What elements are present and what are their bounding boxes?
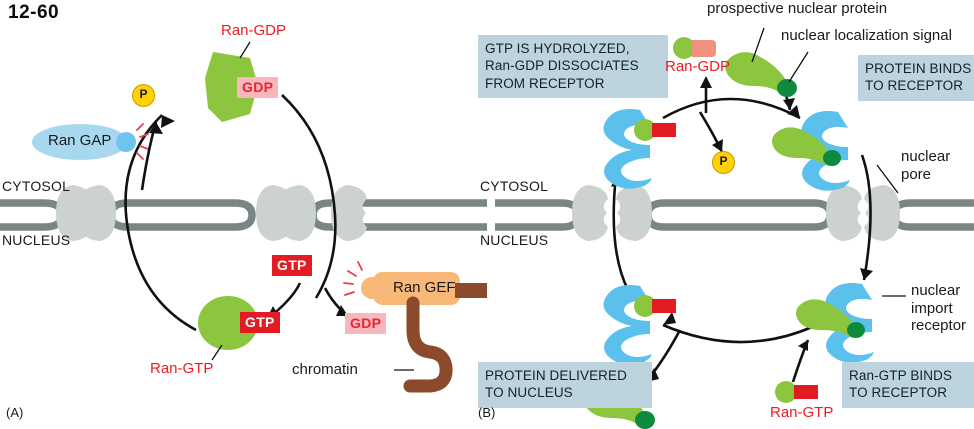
panel-a-ran-gtp-label: Ran-GTP xyxy=(150,360,214,377)
receptor-lower-left-with-ran xyxy=(603,285,676,365)
receptor-lower-right-with-cargo xyxy=(796,283,874,363)
ran-gdp-protein-shape xyxy=(205,52,258,122)
panel-a-ran-gdp-label: Ran-GDP xyxy=(221,22,287,39)
panel-b-phosphate-arrow xyxy=(698,111,724,153)
ran-gap-shape xyxy=(32,124,136,160)
figure-number: 12-60 xyxy=(8,2,60,23)
nls-leader-line xyxy=(788,51,809,83)
panel-b-cargo-binding-arrow xyxy=(780,77,795,111)
panel-a-chromatin-label: chromatin xyxy=(292,361,358,378)
ran-gef-shape xyxy=(361,272,487,305)
prospective-nuclear-protein-shape xyxy=(725,52,797,97)
free-ran-gdp-shape xyxy=(673,37,716,59)
nuclear-pore-leader-line xyxy=(876,164,899,194)
nuclear-envelope-middle xyxy=(107,199,256,231)
callout-gtp-hydrolyzed: GTP IS HYDROLYZED, Ran-GDP DISSOCIATES F… xyxy=(478,35,668,98)
ran-cycle-arrows xyxy=(124,94,337,332)
chromatin-fiber xyxy=(403,296,453,393)
ran-gdp-leader-line xyxy=(239,41,251,59)
receptor-upper-right-with-cargo xyxy=(772,111,850,191)
panel-a-gdp-on-ran-box: GDP xyxy=(237,77,279,98)
gdp-release-arrow xyxy=(323,287,349,318)
panel-a-label: (A) xyxy=(6,405,24,420)
panel-b-transport-arcs xyxy=(611,154,873,291)
panel-a-ran-gap-label: Ran GAP xyxy=(48,132,112,149)
nuclear-pore-label: nuclear pore xyxy=(901,148,951,183)
panel-a-gtp-on-ran-box: GTP xyxy=(240,312,280,333)
panel-b-ran-gtp-label: Ran-GTP xyxy=(770,404,834,421)
panel-b-nuclear-envelope xyxy=(495,199,974,231)
panel-a-nucleus-label: NUCLEUS xyxy=(2,232,71,248)
panel-b-top-cycle-arc xyxy=(662,97,801,120)
panel-a-cytosol-label: CYTOSOL xyxy=(2,178,71,194)
prospective-protein-leader-line xyxy=(751,27,765,63)
prospective-nuclear-protein-label: prospective nuclear protein xyxy=(707,0,888,17)
panel-a-phosphate-icon: P xyxy=(132,84,155,107)
panel-b-nucleus-label: NUCLEUS xyxy=(480,232,549,248)
panel-a-graphics xyxy=(0,41,487,393)
gap-activity-starburst xyxy=(136,123,149,160)
panel-b-label: (B) xyxy=(478,405,496,420)
callout-protein-binds: PROTEIN BINDS TO RECEPTOR xyxy=(858,55,974,101)
panel-b-phosphate-icon: P xyxy=(712,151,735,174)
panel-b-ran-gdp-release-arrow xyxy=(700,76,712,113)
callout-protein-delivered: PROTEIN DELIVERED TO NUCLEUS xyxy=(478,362,652,408)
nuclear-import-receptor-label: nuclear import receptor xyxy=(911,282,967,335)
free-ran-gtp-shape xyxy=(775,381,818,403)
panel-b-nuclear-pore-blobs xyxy=(572,185,900,241)
phosphate-release-arrow xyxy=(140,121,163,191)
panel-b-cytosol-label: CYTOSOL xyxy=(480,178,549,194)
panel-b-bottom-cycle-arcs xyxy=(644,312,813,383)
ran-gtp-leader-line xyxy=(211,344,223,361)
panel-a-free-gtp-box: GTP xyxy=(272,255,312,276)
nuclear-localization-signal-label: nuclear localization signal xyxy=(781,27,952,44)
nuclear-envelope-left xyxy=(0,199,66,231)
panel-a-released-gdp-box: GDP xyxy=(345,313,387,334)
nuclear-pore-complex-blobs xyxy=(56,185,367,241)
receptor-upper-left-with-ran xyxy=(603,109,676,189)
callout-ran-gtp-binds: Ran-GTP BINDS TO RECEPTOR xyxy=(842,362,974,408)
panel-a-ran-gef-label: Ran GEF xyxy=(393,279,456,296)
ran-gtp-protein-shape xyxy=(198,296,258,350)
panel-b-ran-gdp-label: Ran-GDP xyxy=(665,58,731,75)
gef-activity-starburst xyxy=(343,261,363,296)
